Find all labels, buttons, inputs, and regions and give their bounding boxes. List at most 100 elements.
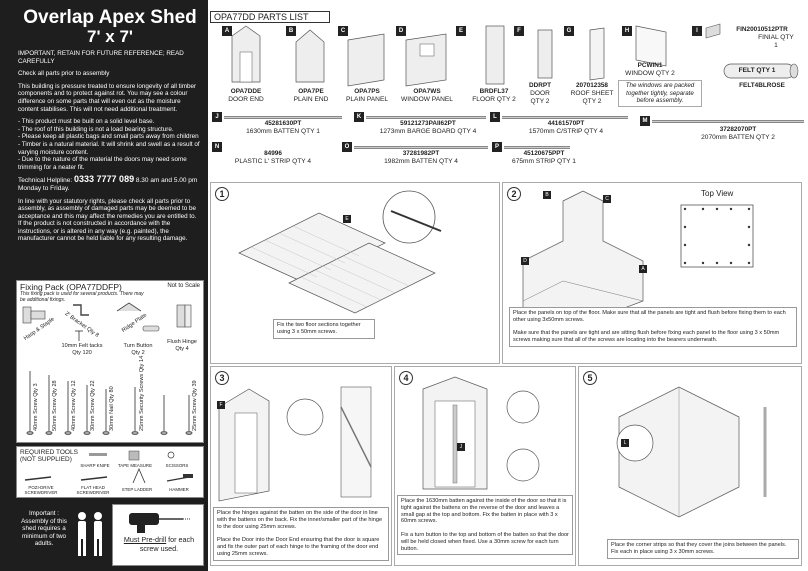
- part-name-m: 2070mm BATTEN QTY 2: [701, 134, 775, 141]
- predrill-note: Must Pre-drill for each screw used.: [112, 504, 204, 566]
- liability-text: If the product is not constructed in acc…: [18, 220, 188, 243]
- fixings-illustration: [22, 302, 193, 435]
- barge-board-k: [366, 116, 486, 119]
- tool-label: HAMMER: [169, 487, 189, 492]
- batten-j: [224, 116, 342, 119]
- part-name-h: WINDOW QTY 2: [625, 70, 675, 77]
- step-4-panel: 4 J Place the 1630mm batten against the …: [394, 366, 576, 566]
- part-name-l: 1570mm C/STRIP QTY 4: [528, 128, 604, 135]
- part-letter-i: I: [692, 26, 702, 36]
- parts-illustrations: [231, 23, 799, 87]
- part-code-m: 37282070PT: [719, 126, 757, 133]
- part-tag-l: L: [621, 439, 629, 447]
- part-code-o: 37281982PT: [402, 150, 440, 157]
- part-name-j: 1630mm BATTEN QTY 1: [246, 128, 320, 135]
- step-number: 3: [215, 371, 229, 385]
- part-name-p: 675mm STRIP QTY 1: [512, 158, 576, 165]
- fixing-pack: Fixing Pack (OPA77DDFP) Not to Scale Thi…: [16, 280, 204, 443]
- part-code-l: 44161570PT: [547, 120, 585, 127]
- part-letter-b: B: [286, 26, 296, 36]
- check-parts: Check all parts prior to assembly: [18, 70, 110, 78]
- bullet: - Due to the nature of the material the …: [18, 156, 187, 171]
- two-people-icon: [78, 512, 102, 556]
- part-name-k: 1273mm BARGE BOARD QTY 4: [379, 128, 477, 135]
- strip-p: [504, 146, 570, 149]
- part-code-c: OPA7PS: [354, 88, 380, 95]
- part-letter-h: H: [622, 26, 632, 36]
- step-2-illustration: [522, 190, 754, 332]
- step-5-caption: Place the corner strips so that they cov…: [607, 539, 799, 559]
- parts-list: OPA77DD PARTS LIST A B C D E F G H I OPA…: [208, 8, 808, 180]
- tool-label: SCISSORS: [165, 463, 189, 468]
- part-name-o: 1982mm BATTEN QTY 4: [384, 158, 458, 165]
- part-letter-c: C: [338, 26, 348, 36]
- window-note: The windows are packed together tightly,…: [618, 80, 702, 107]
- part-letter-e: E: [456, 26, 466, 36]
- screw-label: 40mm Screw Qty 12: [71, 380, 77, 431]
- part-name-i: FINIAL QTY 1: [758, 34, 794, 49]
- top-view-label: Top View: [701, 189, 734, 198]
- bullet: - Please keep all plastic bags and small…: [18, 133, 199, 141]
- two-adults-note: Important : Assembly of this shed requir…: [16, 504, 108, 566]
- required-tools: REQUIRED TOOLS (NOT SUPPLIED) SHARP KNIF…: [16, 446, 204, 498]
- part-letter-p: P: [492, 142, 502, 152]
- parts-list-title: OPA77DD PARTS LIST: [210, 11, 330, 23]
- part-code-d: OPA7WS: [413, 88, 441, 95]
- shed-size: 7' x 7': [87, 27, 133, 46]
- tool-label: FLAT HEAD SCREWDRIVER: [76, 485, 110, 495]
- felt-code: FELT4BLROSE: [739, 82, 785, 89]
- tools-title: REQUIRED TOOLS (NOT SUPPLIED): [20, 449, 78, 463]
- tool-label: STEP LADDER: [121, 487, 153, 492]
- tool-icons: [24, 450, 193, 484]
- step-4-illustration: [422, 376, 540, 490]
- part-code-i: FIN20010512PTR: [736, 26, 788, 33]
- screw-label: 50mm Screw Qty 28: [52, 380, 58, 431]
- part-name-a: DOOR END: [228, 96, 264, 103]
- step-1-caption: Fix the two floor sections together usin…: [273, 319, 375, 339]
- bullets: - This product must be built on a solid …: [18, 118, 202, 171]
- page-title: Overlap Apex Shed: [23, 7, 197, 28]
- tool-label: TAPE MEASURE: [117, 463, 153, 468]
- part-name-e: FLOOR QTY 2: [472, 96, 516, 103]
- step-2-panel: 2 Top View B C D A Place the panels on t…: [502, 182, 802, 364]
- part-letter-m: M: [640, 116, 650, 126]
- bullet: - This product must be built on a solid …: [18, 118, 155, 126]
- step-3-panel: 3 F Place the hinges against the batten …: [210, 366, 392, 566]
- screw-label: 40mm Screw Qty 3: [33, 383, 39, 431]
- part-tag-j: J: [457, 443, 465, 451]
- part-code-j: 45281630PT: [264, 120, 302, 127]
- part-tag-e: E: [343, 215, 351, 223]
- part-letter-j: J: [212, 112, 222, 122]
- part-name-g: ROOF SHEET QTY 2: [570, 90, 614, 105]
- step-number: 2: [507, 187, 521, 201]
- step-number: 5: [583, 371, 597, 385]
- step-number: 1: [215, 187, 229, 201]
- fixing-pack-title: Fixing Pack (OPA77DDFP): [20, 282, 122, 292]
- part-name-n: PLASTIC L' STRIP QTY 4: [234, 158, 312, 165]
- felt-label: FELT QTY 1: [738, 67, 776, 74]
- batten-m: [652, 120, 804, 123]
- part-code-n: 84996: [264, 150, 282, 157]
- not-to-scale: Not to Scale: [167, 283, 200, 289]
- part-letter-f: F: [514, 26, 524, 36]
- tool-label: SHARP KNIFE: [80, 463, 110, 468]
- security-screw-label: 25mm Security Screws Qty 14: [139, 355, 145, 431]
- screw-label: 30mm Screw Qty 22: [90, 380, 96, 431]
- step-5-illustration: [616, 386, 767, 518]
- part-tag-d: D: [521, 257, 529, 265]
- tool-label: POZI-DRIVE SCREWDRIVER: [24, 485, 58, 495]
- part-letter-k: K: [354, 112, 364, 122]
- part-name-d: WINDOW PANEL: [401, 96, 453, 103]
- part-letter-o: O: [342, 142, 352, 152]
- part-code-p: 45120675PPT: [523, 150, 565, 157]
- strip-l: [502, 116, 628, 119]
- step-number: 4: [399, 371, 413, 385]
- felt-tacks-label: 10mm Felt tacks Qty 120: [61, 343, 103, 356]
- step-5-panel: 5 L Place the corner strips so that they…: [578, 366, 802, 566]
- part-tag-f: F: [217, 401, 225, 409]
- part-code-a: OPA7DDE: [230, 88, 262, 95]
- step-1-illustration: [238, 190, 442, 314]
- important-notice: IMPORTANT, RETAIN FOR FUTURE REFERENCE; …: [18, 50, 184, 65]
- part-tag-b: B: [543, 191, 551, 199]
- batten-o: [354, 146, 488, 149]
